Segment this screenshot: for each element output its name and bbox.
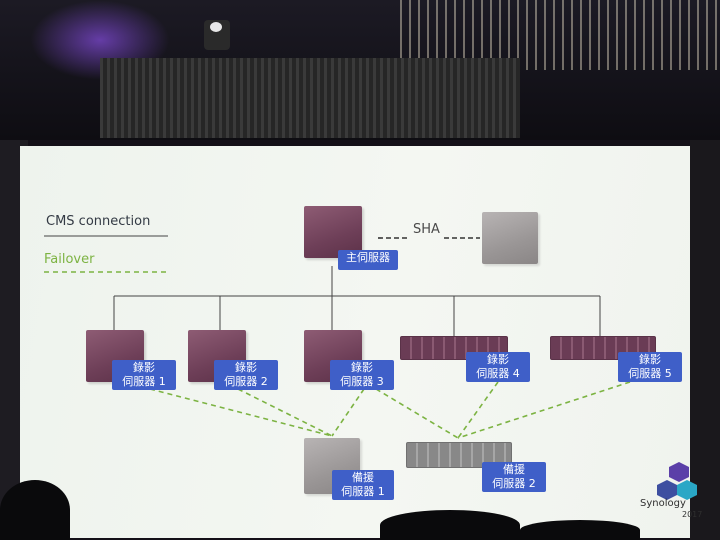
recording-server-2-line2: 伺服器 2 — [224, 375, 268, 388]
failover-rec5-backup2 — [457, 381, 631, 439]
failover-rec2-backup1 — [237, 388, 333, 437]
audience-silhouette — [520, 520, 640, 540]
audience-silhouette — [0, 480, 70, 540]
backup-server-2-label: 備援 伺服器 2 — [482, 462, 546, 492]
backup-server-2-line2: 伺服器 2 — [492, 477, 536, 490]
failover-rec3-backup1 — [331, 388, 365, 437]
backup-server-1-line1: 備援 — [352, 471, 374, 484]
brand-name: Synology — [640, 498, 686, 509]
synology-logo-icon — [657, 462, 697, 500]
recording-server-3-line2: 伺服器 3 — [340, 375, 384, 388]
recording-server-3-line1: 錄影 — [351, 361, 373, 374]
recording-server-1-label: 錄影 伺服器 1 — [112, 360, 176, 390]
main-server-label: 主伺服器 — [338, 250, 398, 270]
sha-standby-device — [482, 212, 538, 264]
recording-server-4-label: 錄影 伺服器 4 — [466, 352, 530, 382]
main-server-device — [304, 206, 362, 258]
connection-lines — [44, 235, 631, 439]
main-server-label-text: 主伺服器 — [346, 251, 390, 264]
recording-server-2-line1: 錄影 — [235, 361, 257, 374]
stage-curtain — [100, 58, 520, 138]
failover-rec3-backup2 — [375, 388, 459, 439]
failover-rec4-backup2 — [457, 381, 499, 439]
recording-server-4-line1: 錄影 — [487, 353, 509, 366]
projection-screen: CMS connection Failover SHA 主伺服器 錄影 伺服器 … — [20, 146, 690, 538]
brand-year: 2017 — [682, 510, 703, 519]
backup-server-1-label: 備援 伺服器 1 — [332, 470, 394, 500]
backup-server-1-line2: 伺服器 1 — [341, 485, 385, 498]
recording-server-1-line1: 錄影 — [133, 361, 155, 374]
stage-side-right — [690, 140, 720, 540]
backup-server-2-line1: 備援 — [503, 463, 525, 476]
recording-server-5-line1: 錄影 — [639, 353, 661, 366]
recording-server-5-line2: 伺服器 5 — [628, 367, 672, 380]
sha-label: SHA — [413, 222, 440, 237]
failover-rec1-backup1 — [149, 388, 333, 437]
legend-cms-label: CMS connection — [46, 214, 151, 229]
recording-server-3-label: 錄影 伺服器 3 — [330, 360, 394, 390]
recording-server-4-line2: 伺服器 4 — [476, 367, 520, 380]
spotlight-icon — [204, 20, 230, 50]
recording-server-2-label: 錄影 伺服器 2 — [214, 360, 278, 390]
recording-server-1-line2: 伺服器 1 — [122, 375, 166, 388]
recording-server-5-label: 錄影 伺服器 5 — [618, 352, 682, 382]
audience-silhouette — [380, 510, 520, 540]
legend-failover-label: Failover — [44, 252, 95, 267]
